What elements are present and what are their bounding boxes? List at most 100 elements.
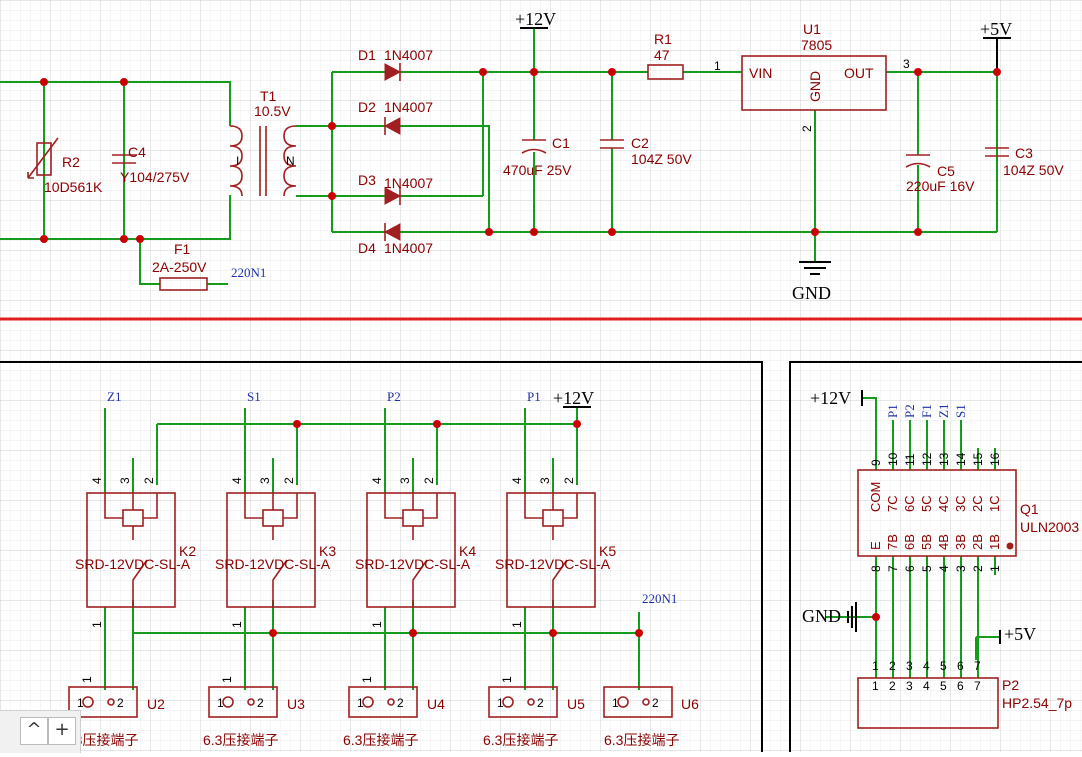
header-pin-inner: 4 (923, 679, 930, 693)
terminal-hole (527, 698, 535, 706)
terminal-hole (362, 696, 374, 708)
terminal-pin1: 1 (357, 696, 364, 710)
relay-model: SRD-12VDC-SL-A (355, 556, 471, 572)
header-pin-inner: 3 (906, 679, 913, 693)
terminal-ref: U2 (147, 696, 165, 712)
uln-top-pin-number: 10 (886, 452, 900, 466)
f1-ref: F1 (174, 241, 191, 257)
terminal-body (488, 686, 558, 718)
u6-ref: U6 (681, 696, 699, 712)
uln-bottom-pin-number: 2 (971, 565, 985, 572)
varistor-r2 (36, 142, 52, 176)
d3-value: 1N4007 (384, 175, 433, 191)
header-pin-inner: 1 (872, 679, 879, 693)
header-pin-outer: 4 (923, 659, 930, 673)
uln-bottom-pin-number: 6 (903, 565, 917, 572)
relay-ref: K4 (459, 543, 476, 559)
relay-pin2: 2 (142, 477, 156, 484)
relay-coil-leads (524, 493, 578, 540)
uln-net-label: P2 (902, 404, 917, 418)
relay-coil-leads (244, 493, 298, 540)
relay-ref: K2 (179, 543, 196, 559)
t1-ref: T1 (260, 88, 277, 104)
terminal-pin1: 1 (77, 696, 84, 710)
terminal-pin2: 2 (117, 696, 124, 710)
terminal-body (208, 686, 278, 718)
capacitor-c2 (600, 139, 624, 149)
relay-coil-leads (104, 493, 158, 540)
u1-gnd-pin: GND (807, 71, 823, 102)
ground-symbol (799, 261, 831, 275)
net-z1: Z1 (107, 389, 121, 404)
uln-bottom-pin-number: 8 (869, 565, 883, 572)
uln-top-pin-number: 14 (954, 452, 968, 466)
zoom-in-button[interactable]: + (48, 717, 76, 745)
uln-bottom-pin-number: 1 (988, 565, 1002, 572)
relay-contact (132, 559, 148, 607)
header-value: HP2.54_7p (1002, 695, 1072, 711)
uln-value: ULN2003 (1020, 519, 1079, 535)
terminal-wire-pin: 1 (220, 676, 234, 683)
resistor-r1 (647, 64, 684, 80)
uln-net-label: Z1 (936, 404, 951, 418)
diode-d4 (383, 223, 401, 241)
relay-pin2: 2 (282, 477, 296, 484)
diode-d2 (383, 117, 401, 135)
r1-ref: R1 (654, 31, 672, 47)
relay-pin4: 4 (90, 477, 104, 484)
terminal-ref: U5 (567, 696, 585, 712)
uln-top-pin-name: COM (868, 482, 883, 512)
terminal-hole (387, 698, 395, 706)
relay-wire (384, 408, 438, 690)
header-pin-inner: 2 (889, 679, 896, 693)
relay-contact (552, 559, 568, 607)
uln-net-label: F1 (919, 404, 934, 418)
uln-top-pin-name: 2C (970, 495, 985, 512)
uln-top-pin-number: 16 (988, 452, 1002, 466)
ground-symbol-uln (847, 602, 857, 632)
uln-bottom-pin-name: 4B (936, 534, 951, 550)
label-5v-uln: +5V (1004, 624, 1036, 644)
uln-top-pin-name: 5C (919, 495, 934, 512)
terminal-name: 6.3压接端子 (203, 732, 278, 748)
uln-bottom-pin-name: 6B (902, 534, 917, 550)
relay-pin2: 2 (422, 477, 436, 484)
terminal-name: 6.3压接端子 (483, 732, 558, 748)
c4-ref: C4 (128, 144, 146, 160)
uln-ref: Q1 (1020, 501, 1039, 517)
header-pin-outer: 2 (889, 659, 896, 673)
uln-top-pin-number: 9 (869, 459, 883, 466)
relay-body (506, 492, 596, 608)
uln2003-q1 (857, 469, 1017, 557)
u1-ref: U1 (803, 21, 821, 37)
terminal-pin1: 1 (497, 696, 504, 710)
uln-top-pin-number: 12 (920, 452, 934, 466)
scroll-up-button[interactable]: ^ (20, 717, 48, 745)
relay-pin1: 1 (230, 621, 244, 628)
terminal-name: 6.3压接端子 (63, 732, 138, 748)
relay-pin4: 4 (230, 477, 244, 484)
terminal-pin2: 2 (537, 696, 544, 710)
header-pin-inner: 6 (957, 679, 964, 693)
label-12v-relay: +12V (553, 388, 594, 408)
f1-value: 2A-250V (152, 259, 207, 275)
net-220n1-top: 220N1 (231, 265, 266, 280)
uln-bottom-pin-name: 3B (953, 534, 968, 550)
relay-pin3: 3 (538, 477, 552, 484)
relay-body (366, 492, 456, 608)
relay-wire (244, 408, 298, 690)
c2-value: 104Z 50V (631, 151, 692, 167)
label-12v-top: +12V (515, 9, 556, 29)
uln-bottom-pin-name: 5B (919, 534, 934, 550)
relay-pin1: 1 (370, 621, 384, 628)
capacitor-c4 (112, 154, 136, 164)
terminal-pin2: 2 (397, 696, 404, 710)
uln-bottom-pin-number: 7 (886, 565, 900, 572)
power-supply-section (0, 27, 1011, 291)
diode-d3 (384, 187, 402, 205)
